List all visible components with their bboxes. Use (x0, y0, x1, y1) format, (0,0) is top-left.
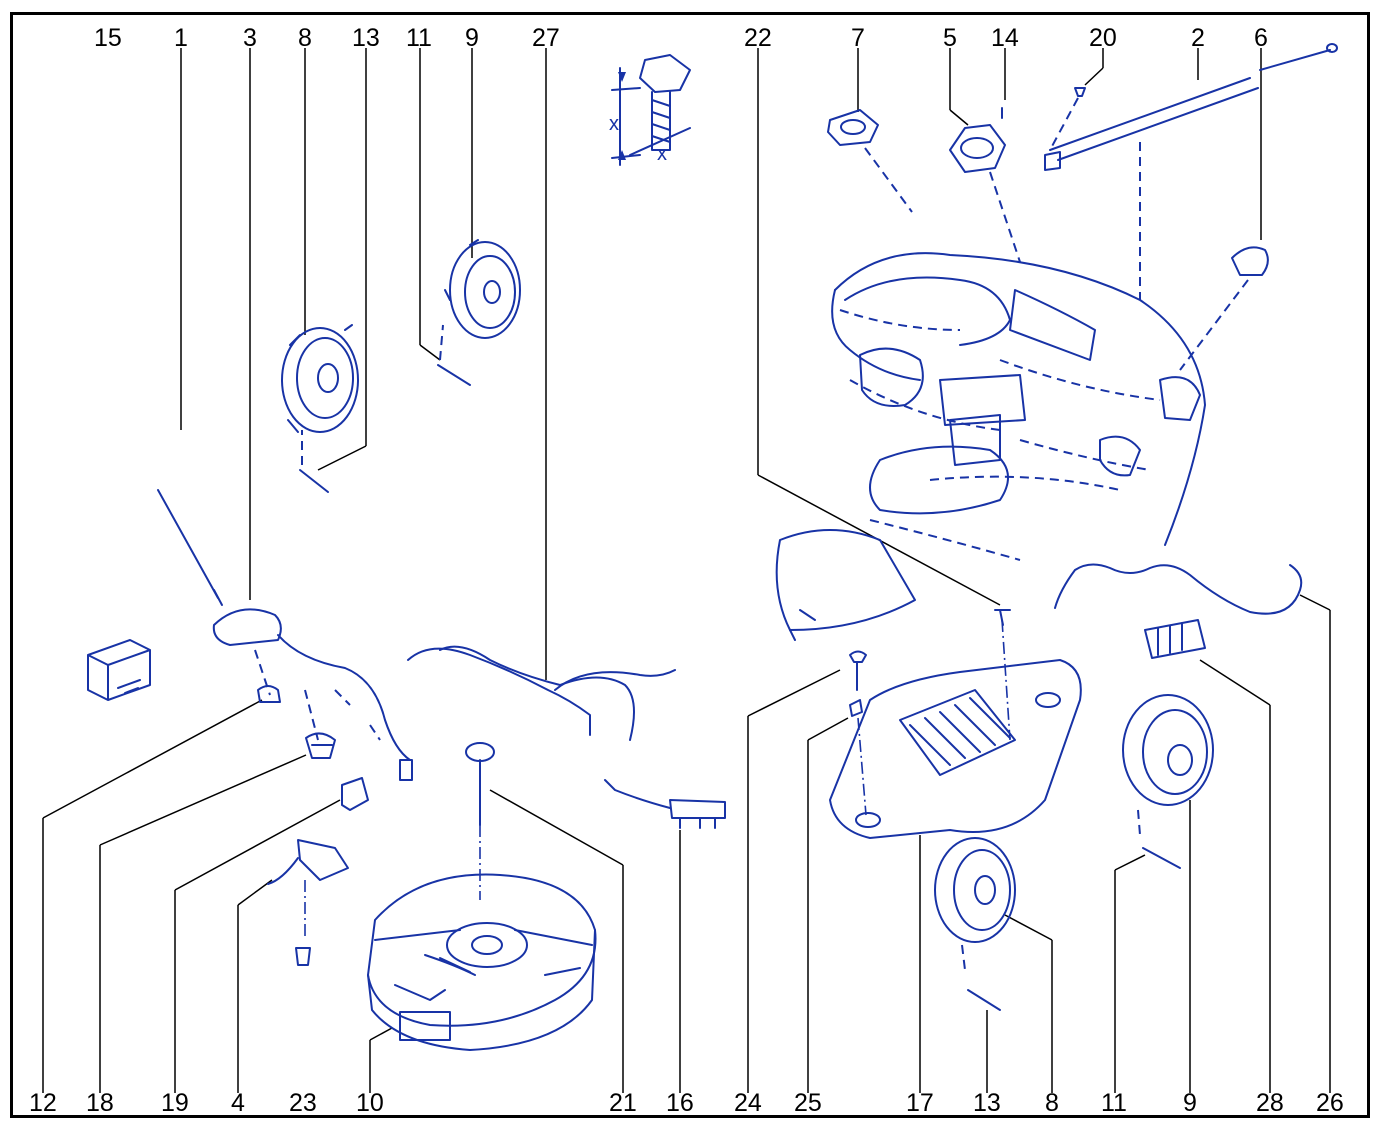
callout-8-bottom: 8 (1045, 1089, 1059, 1117)
callout-7: 7 (851, 24, 865, 52)
dashboard-assembly (775, 252, 1206, 641)
callout-19: 19 (161, 1089, 189, 1117)
part-1-antenna-rod (157, 489, 223, 606)
callout-3: 3 (243, 24, 257, 52)
callout-6: 6 (1254, 24, 1268, 52)
callout-9-bottom: 9 (1183, 1089, 1197, 1117)
inset-bolt (611, 54, 691, 166)
part-16-connector (604, 779, 726, 829)
callout-27: 27 (532, 24, 560, 52)
callout-11: 11 (406, 24, 432, 52)
callout-1: 1 (174, 24, 188, 52)
callout-16: 16 (666, 1089, 694, 1117)
callout-10: 10 (356, 1089, 384, 1117)
callout-4: 4 (231, 1089, 245, 1117)
inset-dimension-label: x (609, 113, 619, 135)
parts-7-5-14-20-2-6-top (827, 43, 1338, 371)
part-8-rear-speaker (934, 837, 1016, 1011)
callout-24: 24 (734, 1089, 762, 1117)
callout-13-bottom: 13 (973, 1089, 1001, 1117)
callout-12: 12 (29, 1089, 57, 1117)
part-9-rear-speaker (1122, 694, 1214, 869)
callout-9: 9 (465, 24, 479, 52)
part-15-module (87, 639, 151, 701)
callout-28: 28 (1256, 1089, 1284, 1117)
part-21-tube (465, 742, 495, 900)
part-9-door-speaker (437, 239, 521, 386)
diagram-frame (10, 12, 1370, 1118)
callout-20: 20 (1089, 24, 1117, 52)
leader-lines (42, 48, 1331, 1093)
inset-dimension-label: x (657, 143, 667, 165)
part-10-subwoofer (367, 873, 597, 1051)
part-17-amplifier (829, 609, 1082, 839)
callout-8: 8 (298, 24, 312, 52)
part-27-harness (407, 645, 676, 741)
callout-15: 15 (94, 24, 122, 52)
callout-5: 5 (943, 24, 957, 52)
callout-26: 26 (1316, 1089, 1344, 1117)
callout-17: 17 (906, 1089, 934, 1117)
callout-25: 25 (794, 1089, 822, 1117)
parts-12-18-19-4-clips (257, 685, 369, 966)
callout-21: 21 (609, 1089, 637, 1117)
callout-14: 14 (991, 24, 1019, 52)
callout-13: 13 (352, 24, 380, 52)
part-28-fuse-block (1144, 619, 1206, 659)
part-8-front-speaker (281, 324, 359, 493)
part-26-harness (1054, 563, 1303, 615)
callout-11-bottom: 11 (1101, 1089, 1127, 1117)
callout-18: 18 (86, 1089, 114, 1117)
callout-2: 2 (1191, 24, 1205, 52)
part-3-antenna-base (212, 608, 413, 781)
callout-23: 23 (289, 1089, 317, 1117)
callout-22: 22 (744, 24, 772, 52)
